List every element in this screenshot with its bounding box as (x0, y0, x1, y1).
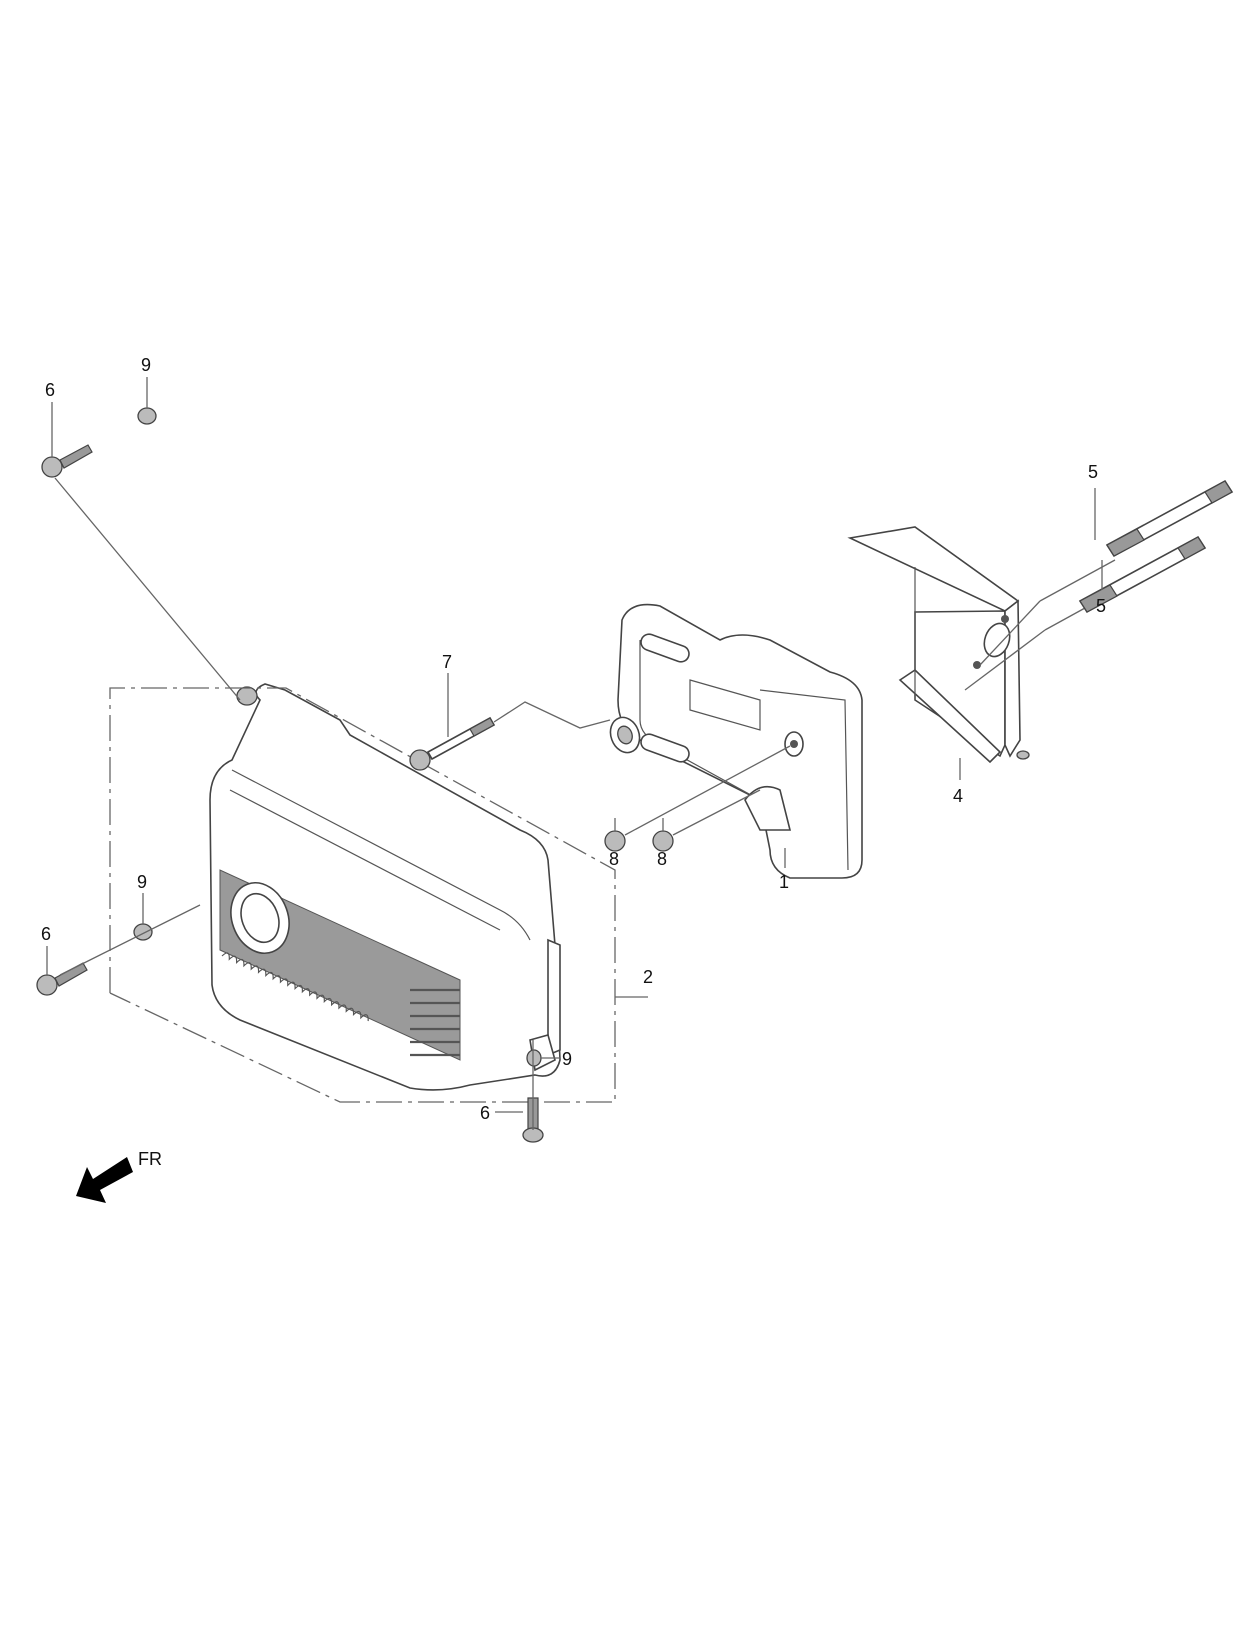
front-direction-indicator: FR (76, 1149, 162, 1203)
grille-fins (410, 988, 460, 1057)
fr-label: FR (138, 1149, 162, 1169)
callout-2: 2 (643, 967, 653, 987)
callout-5a: 5 (1088, 462, 1098, 482)
callout-labels: 1 2 4 5 5 6 6 6 7 8 8 9 9 9 (41, 355, 1106, 1123)
callout-6b: 6 (41, 924, 51, 944)
callout-leaders (46, 377, 1103, 1113)
callout-5b: 5 (1096, 596, 1106, 616)
arrow-down-left-icon (76, 1157, 133, 1203)
callout-6c: 6 (480, 1103, 490, 1123)
stud-bolts (964, 479, 1234, 691)
assembly-group-outline (109, 687, 648, 1103)
callout-1: 1 (779, 872, 789, 892)
callout-9b: 9 (137, 872, 147, 892)
muffler (609, 603, 863, 879)
callout-8b: 8 (657, 849, 667, 869)
callout-4: 4 (953, 786, 963, 806)
callout-8a: 8 (609, 849, 619, 869)
callout-6a: 6 (45, 380, 55, 400)
heat-shield-bracket (847, 526, 1030, 764)
muffler-protector (209, 683, 561, 1091)
callout-9c: 9 (562, 1049, 572, 1069)
callout-7: 7 (442, 652, 452, 672)
callout-9a: 9 (141, 355, 151, 375)
